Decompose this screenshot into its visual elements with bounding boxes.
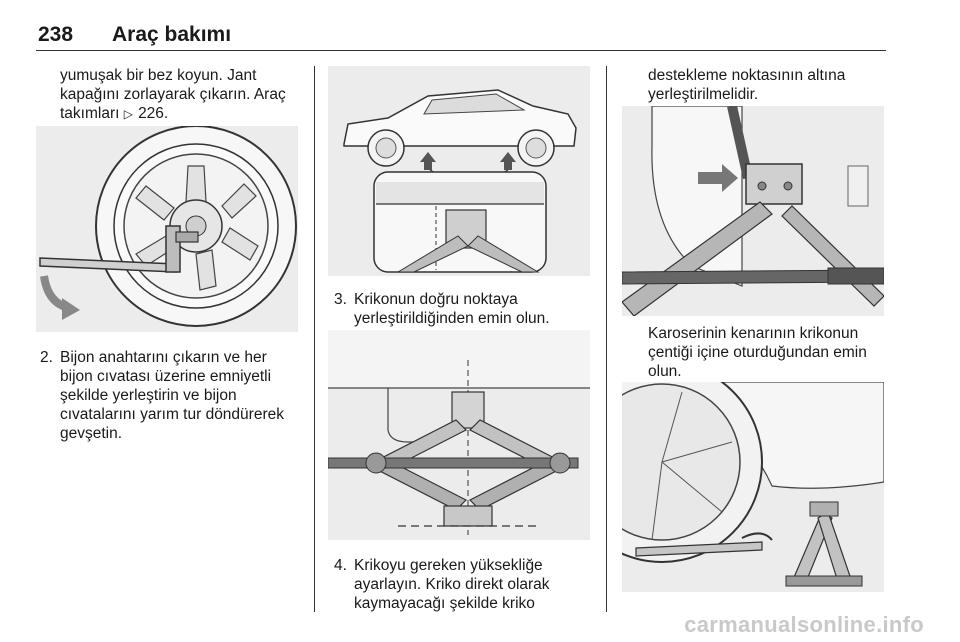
col1-step2: 2. Bijon anahtarını çıkarın ve her bijon… — [40, 348, 310, 443]
col1-intro-text: yumuşak bir bez koyun. Jant kapağını zor… — [60, 66, 286, 124]
figure-jack-under-car — [622, 382, 884, 592]
step2-line-2: bijon cıvatası üzerine emniyetli — [60, 368, 272, 385]
step2-line-1: Bijon anahtarını çıkarın ve her — [60, 349, 267, 366]
step2-number: 2. — [40, 349, 53, 366]
page-reference-icon[interactable]: ▷ — [123, 107, 133, 121]
step4-line-1: Krikoyu gereken yüksekliğe — [354, 557, 543, 574]
column-divider-2 — [606, 66, 607, 612]
col2-step4: 4. Krikoyu gereken yüksekliğe ayarlayın.… — [334, 556, 602, 613]
col3-caption-line-3: olun. — [648, 363, 682, 380]
page-title: Araç bakımı — [112, 23, 232, 46]
watermark: carmanualsonline.info — [684, 612, 924, 637]
step4-number: 4. — [334, 557, 347, 574]
col3-intro-line-2: yerleştirilmelidir. — [648, 86, 759, 103]
col3-intro-text: destekleme noktasının altına yerleştiril… — [648, 66, 845, 104]
step2-line-4: cıvatalarını yarım tur döndürerek — [60, 406, 284, 423]
step3-line-2: yerleştirildiğinden emin olun. — [354, 310, 550, 327]
step4-line-3: kaymayacağı şekilde kriko — [354, 595, 535, 612]
col1-intro-line-1: yumuşak bir bez koyun. Jant — [60, 67, 257, 84]
col3-intro-line-1: destekleme noktasının altına — [648, 67, 846, 84]
step2-line-5: gevşetin. — [60, 425, 123, 442]
ref-text: takımları — [60, 105, 120, 122]
figure-jack-points — [328, 66, 590, 276]
col3-caption-line-2: çentiği içine oturduğundan emin — [648, 344, 867, 361]
col1-intro-line-3: takımları ▷ 226. — [60, 104, 286, 124]
step3-number: 3. — [334, 291, 347, 308]
header-rule — [36, 50, 886, 51]
col1-intro-line-2: kapağını zorlayarak çıkarın. Araç — [60, 86, 286, 103]
step4-line-2: ayarlayın. Kriko direkt olarak — [354, 576, 550, 593]
col2-step3: 3. Krikonun doğru noktaya yerleştirildiğ… — [334, 290, 602, 328]
step3-line-1: Krikonun doğru noktaya — [354, 291, 518, 308]
col3-caption-line-1: Karoserinin kenarının krikonun — [648, 325, 859, 342]
figure-jack-positioning — [328, 330, 590, 540]
col3-caption: Karoserinin kenarının krikonun çentiği i… — [648, 324, 867, 381]
page-number: 238 — [38, 23, 74, 46]
step2-line-3: şekilde yerleştirin ve bijon — [60, 387, 237, 404]
column-divider-1 — [314, 66, 315, 612]
ref-page[interactable]: 226. — [138, 105, 169, 122]
figure-jack-notch-detail — [622, 106, 884, 316]
figure-wheel-cover-removal — [36, 126, 298, 332]
